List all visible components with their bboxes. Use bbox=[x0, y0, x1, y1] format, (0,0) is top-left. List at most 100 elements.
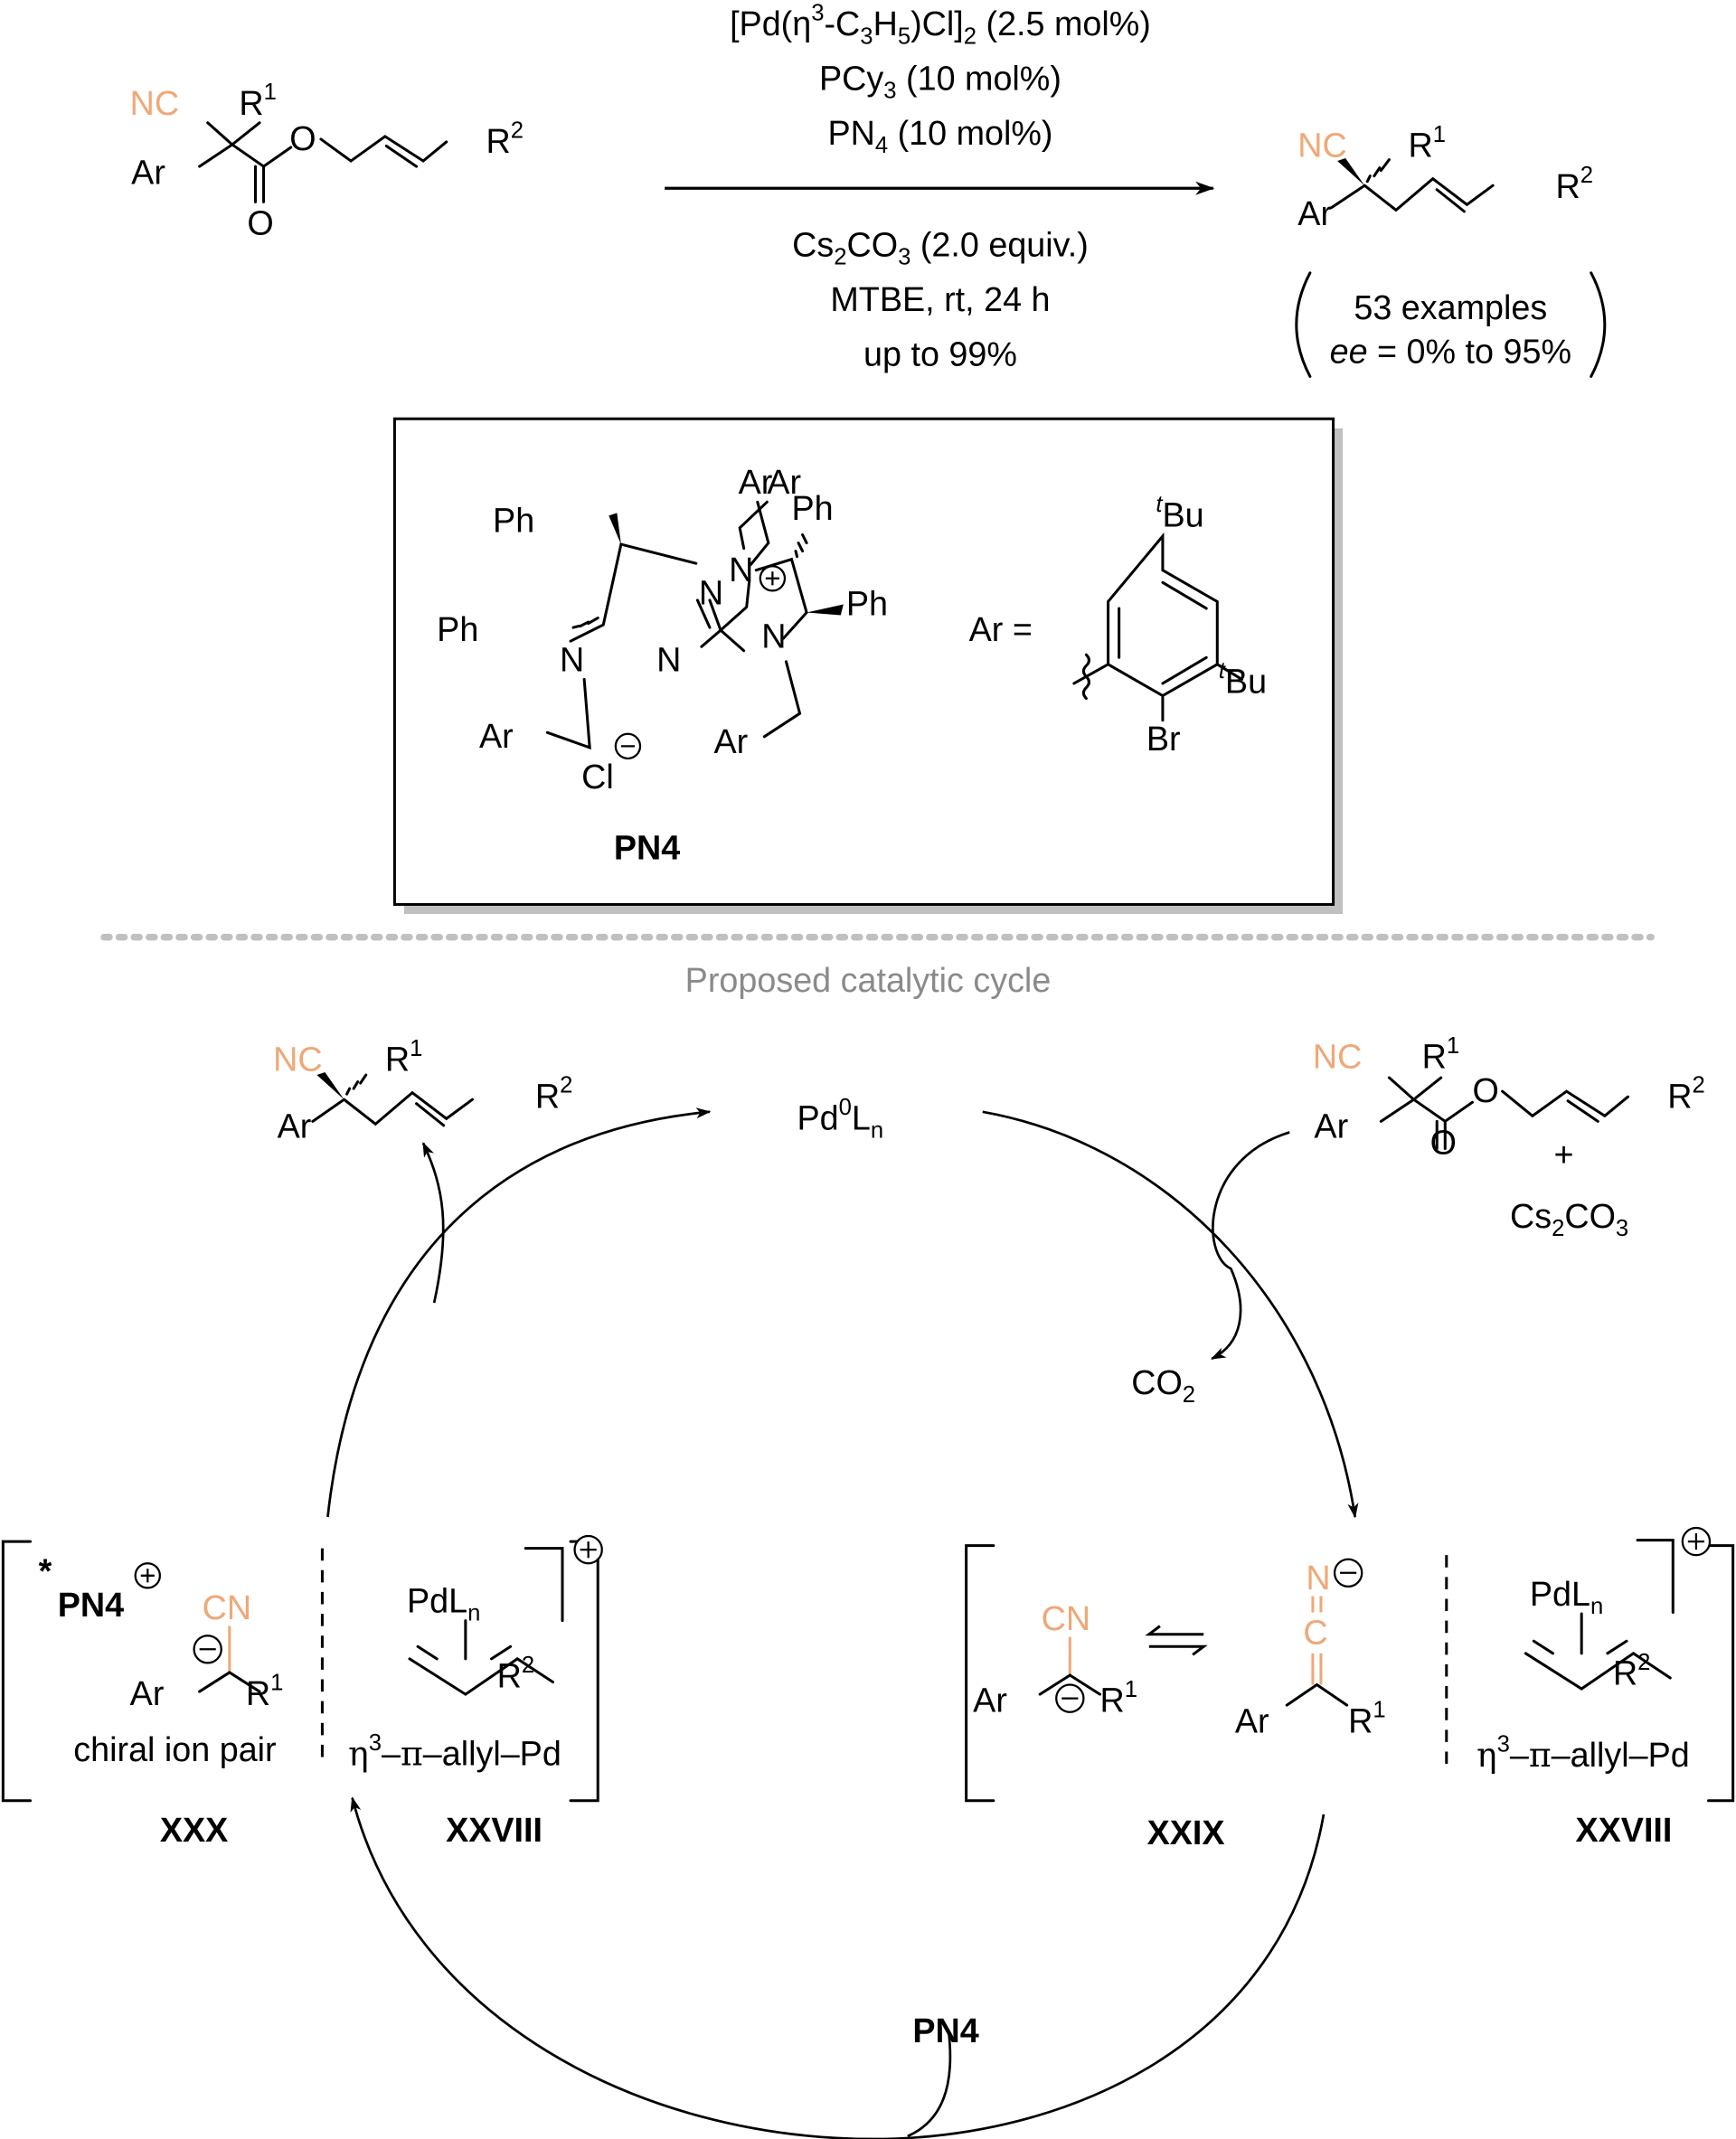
condition-catalyst: [Pd(η3-C3H5)Cl]2 (2.5 mol%) bbox=[730, 1, 1151, 50]
cycle-product: NC R1 Ar R2 bbox=[273, 1036, 572, 1145]
carbonyl-o-label: O bbox=[247, 204, 273, 242]
examples-count: 53 examples bbox=[1354, 288, 1547, 326]
arc-product-release bbox=[421, 1142, 445, 1304]
ar-label: Ar bbox=[1297, 194, 1332, 232]
equilibrium-arrow-back bbox=[1145, 1625, 1204, 1636]
ar-label: Ar bbox=[130, 1674, 165, 1712]
intermediate-xxx-group: * PN4 CN Ar R1 chiral ion pair PdLn R2 η… bbox=[1, 1534, 603, 1849]
chiral-star: * bbox=[39, 1551, 52, 1589]
r1-label: R1 bbox=[239, 80, 277, 122]
left-parenthesis bbox=[1295, 271, 1312, 378]
r1-label: R1 bbox=[1348, 1698, 1386, 1740]
pn4-entry-label: PN4 bbox=[912, 2012, 978, 2049]
ph-label: Ph bbox=[792, 489, 834, 527]
ar-equals-label: Ar = bbox=[969, 610, 1033, 648]
left-bracket bbox=[1, 1540, 33, 1803]
nc-label: NC bbox=[273, 1041, 322, 1079]
arc-substrate-in-co2-out bbox=[1210, 1131, 1290, 1361]
product: NC R1 Ar R2 53 examples ee = 0% to 95% bbox=[1295, 122, 1607, 378]
n-label: N bbox=[761, 617, 786, 655]
nc-label: NC bbox=[1313, 1037, 1362, 1075]
ar-label: Ar bbox=[767, 463, 801, 501]
ar-definition: Ar = tBu tBu Br bbox=[969, 492, 1267, 758]
intermediate-xxix-group: CN Ar R1 N C Ar R1 PdLn bbox=[965, 1526, 1735, 1852]
wavy-bond-icon bbox=[1081, 653, 1090, 701]
r2-label: R2 bbox=[1613, 1650, 1651, 1692]
catalyst-label: PN4 bbox=[614, 829, 680, 867]
condition-yield: up to 99% bbox=[863, 335, 1017, 372]
cl-label: Cl bbox=[581, 758, 614, 796]
r1-label: R1 bbox=[1409, 122, 1447, 165]
right-bracket bbox=[569, 1540, 599, 1803]
condition-pn4: PN4 (10 mol%) bbox=[827, 114, 1052, 158]
r2-label: R2 bbox=[1556, 163, 1594, 205]
cn-label: CN bbox=[203, 1588, 251, 1626]
allyl-pd-caption: η3–π–allyl–Pd bbox=[1477, 1731, 1690, 1775]
ee-range: ee = 0% to 95% bbox=[1330, 332, 1571, 370]
right-bracket bbox=[1706, 1544, 1735, 1803]
nc-label: NC bbox=[1297, 127, 1346, 165]
catalyst-box: Ar Ph N Ph N N Ar Cl Ar Ph N Ph N Ar bbox=[392, 417, 1344, 914]
condition-ligand: PCy3 (10 mol%) bbox=[819, 60, 1061, 104]
cn-label: CN bbox=[1042, 1599, 1090, 1637]
ar-label: Ar bbox=[278, 1107, 312, 1145]
ar-label: Ar bbox=[739, 463, 773, 501]
ar-label: Ar bbox=[479, 717, 514, 755]
condition-solvent: MTBE, rt, 24 h bbox=[830, 280, 1050, 318]
ester-o-label: O bbox=[1472, 1071, 1498, 1109]
tbu-label: tBu bbox=[1219, 658, 1267, 701]
arc-pn4-in bbox=[907, 2030, 952, 2138]
arc-to-pd0 bbox=[326, 1107, 712, 1518]
plus-sign: + bbox=[1554, 1135, 1574, 1173]
base-reagent: Cs2CO3 bbox=[1510, 1197, 1628, 1241]
ph-label: Ph bbox=[493, 501, 534, 539]
n-label: N bbox=[560, 640, 584, 678]
co2-byproduct: CO2 bbox=[1131, 1363, 1195, 1408]
tbu-label: tBu bbox=[1156, 492, 1203, 534]
carbonyl-o-label: O bbox=[1430, 1124, 1457, 1162]
allyl-pd-caption: η3–π–allyl–Pd bbox=[348, 1730, 561, 1774]
cycle-substrate: NC R1 Ar O O R2 + Cs2CO3 bbox=[1313, 1033, 1705, 1241]
pd0-catalyst: Pd0Ln bbox=[797, 1095, 884, 1144]
r1-label: R1 bbox=[246, 1671, 284, 1713]
box-frame bbox=[392, 417, 1335, 906]
starting-material: NC R1 Ar O O R2 bbox=[130, 80, 524, 241]
c-label: C bbox=[1303, 1613, 1327, 1651]
r2-label: R2 bbox=[535, 1073, 573, 1116]
cycle-title: Proposed catalytic cycle bbox=[685, 961, 1052, 999]
r2-label: R2 bbox=[497, 1653, 535, 1695]
r1-label: R1 bbox=[385, 1036, 423, 1079]
ph-label: Ph bbox=[437, 610, 478, 648]
label-xxix: XXIX bbox=[1147, 1814, 1225, 1852]
pdln-label: PdLn bbox=[1530, 1575, 1603, 1619]
arc-to-xxix bbox=[982, 1110, 1359, 1519]
nc-label: NC bbox=[130, 84, 179, 122]
label-xxx: XXX bbox=[160, 1811, 228, 1849]
reaction-conditions: [Pd(η3-C3H5)Cl]2 (2.5 mol%) PCy3 (10 mol… bbox=[665, 1, 1215, 372]
label-xxviii-left: XXVIII bbox=[446, 1811, 542, 1849]
ar-label: Ar bbox=[713, 722, 748, 760]
label-xxviii-right: XXVIII bbox=[1575, 1811, 1672, 1849]
r2-label: R2 bbox=[1667, 1073, 1705, 1116]
left-bracket bbox=[965, 1544, 995, 1803]
r1-label: R1 bbox=[1100, 1677, 1138, 1720]
condition-base: Cs2CO3 (2.0 equiv.) bbox=[792, 226, 1089, 270]
ar-label: Ar bbox=[1314, 1107, 1348, 1145]
r2-label: R2 bbox=[486, 118, 524, 160]
pn4-cation-label: PN4 bbox=[58, 1586, 124, 1624]
r1-label: R1 bbox=[1422, 1033, 1460, 1076]
ar-label: Ar bbox=[1235, 1701, 1269, 1739]
ph-label: Ph bbox=[846, 585, 888, 623]
equilibrium-arrow-forward bbox=[1148, 1644, 1208, 1656]
pn4-structure: Ar Ph N Ph N N Ar Cl Ar Ph N Ph N Ar bbox=[437, 463, 888, 866]
n-label: N bbox=[1306, 1559, 1330, 1597]
catalytic-cycle: NC R1 Ar R2 Pd0Ln NC R1 Ar O O R2 + Cs2C… bbox=[1, 1033, 1735, 2139]
br-label: Br bbox=[1146, 720, 1181, 758]
ester-o-label: O bbox=[289, 119, 316, 157]
ion-pair-caption: chiral ion pair bbox=[73, 1730, 276, 1768]
ar-label: Ar bbox=[131, 154, 165, 192]
pdln-label: PdLn bbox=[407, 1582, 480, 1626]
right-parenthesis bbox=[1590, 271, 1607, 378]
ar-label: Ar bbox=[973, 1682, 1007, 1720]
